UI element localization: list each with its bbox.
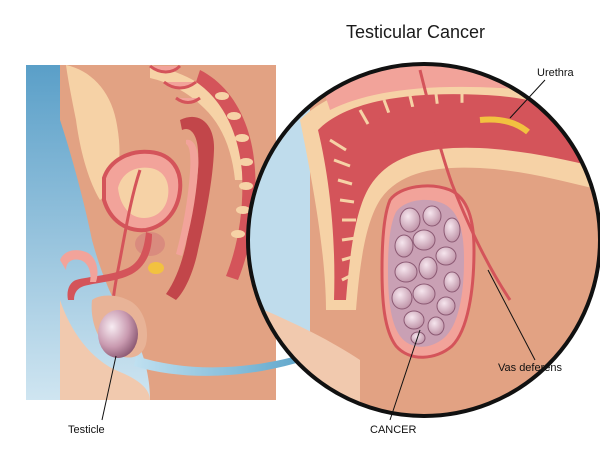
leader-vas-deferens	[487, 269, 536, 361]
urethra-left	[67, 232, 152, 300]
sacrum	[196, 70, 256, 280]
intestines	[149, 65, 201, 104]
vertebrae	[215, 92, 253, 238]
magnified-vas-deferens	[418, 69, 512, 301]
gland	[148, 262, 164, 274]
rectum-lining	[176, 139, 199, 256]
diagram-title: Testicular Cancer	[346, 22, 486, 42]
leader-urethra	[509, 79, 546, 119]
rectum	[166, 116, 215, 300]
magnified-view	[246, 62, 600, 418]
magnifier-ring	[246, 62, 600, 418]
leader-cancer	[389, 329, 421, 421]
thigh-region	[60, 300, 150, 400]
penis-tip	[60, 250, 98, 282]
label-cancer: CANCER	[370, 424, 417, 436]
label-urethra: Urethra	[537, 67, 574, 79]
leader-testicle	[101, 355, 117, 421]
label-testicle: Testicle	[68, 424, 105, 436]
testicle	[98, 310, 138, 358]
label-vas-deferens: Vas deferens	[498, 362, 563, 374]
tumor-nodules	[391, 205, 461, 345]
urethra-gland	[479, 116, 530, 135]
corpus-ridges	[329, 93, 464, 282]
left-anatomy-panel	[26, 65, 276, 400]
leader-lines	[101, 79, 546, 421]
magnified-corpus	[318, 94, 600, 300]
abdominal-wall	[66, 65, 120, 200]
